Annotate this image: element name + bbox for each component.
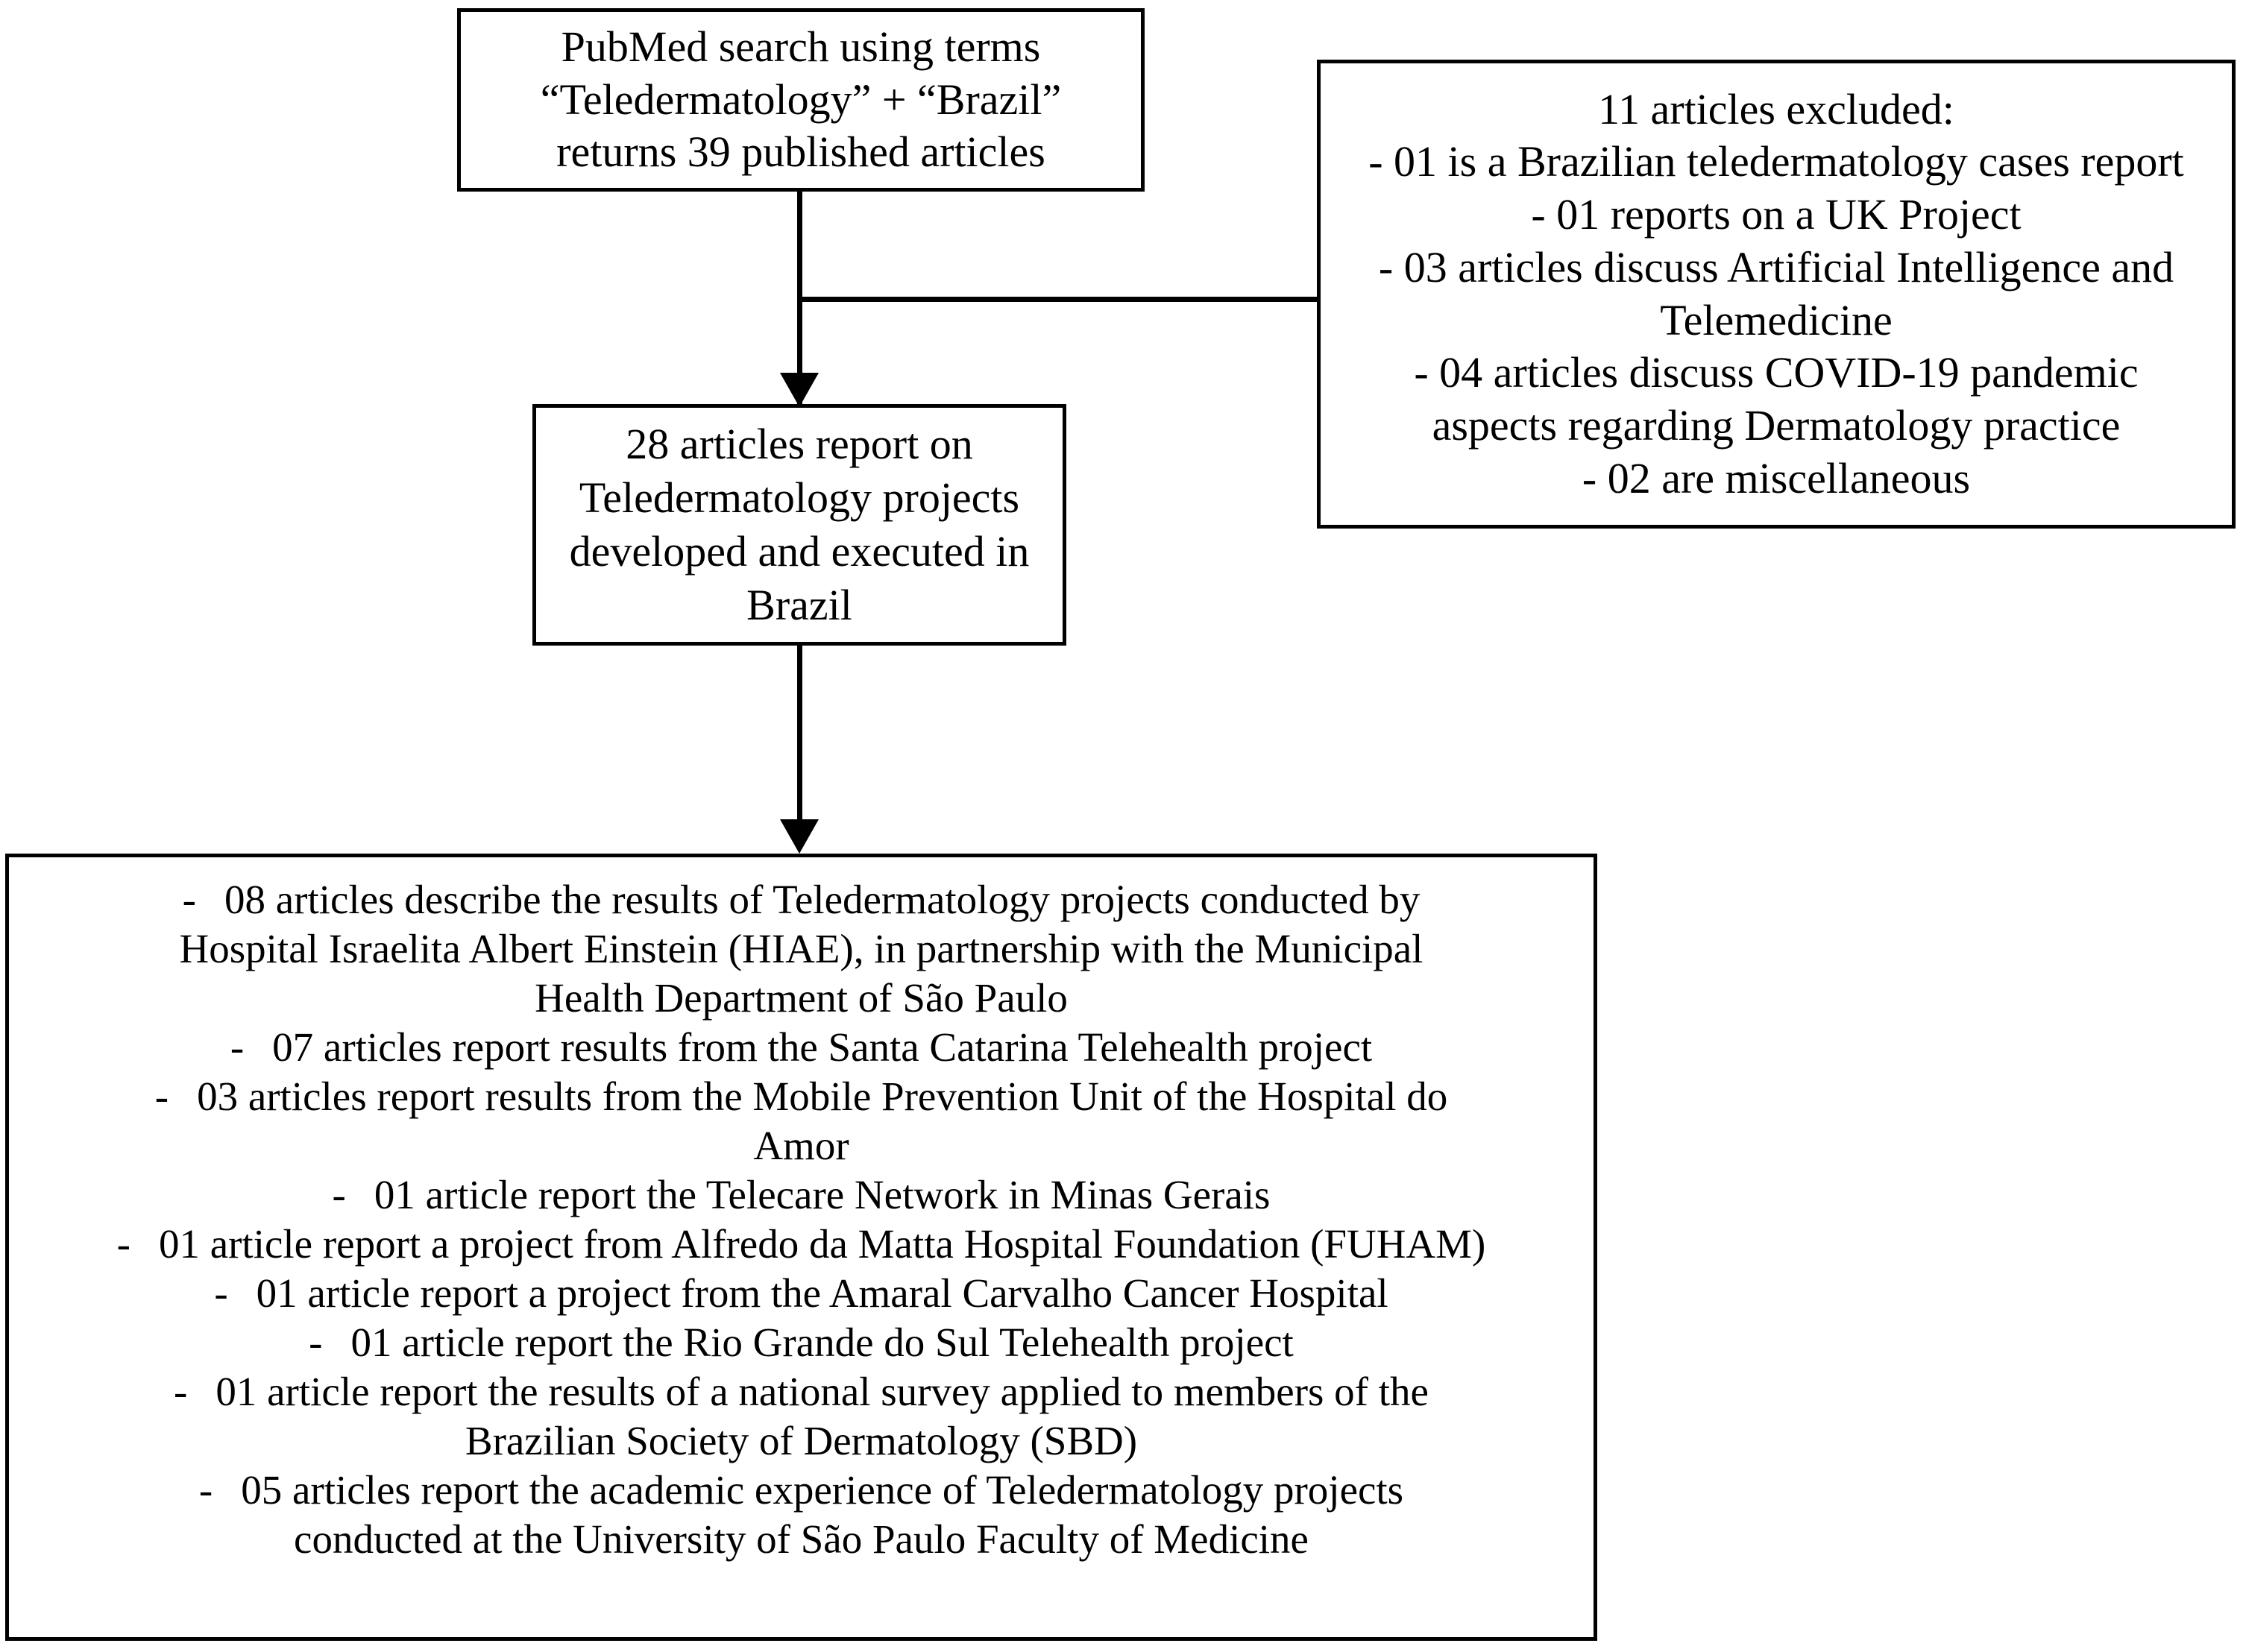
included-box-line-3: developed and executed in xyxy=(569,527,1030,576)
bullet-dash-icon: - xyxy=(182,877,196,922)
excluded-box-line-3: - 01 reports on a UK Project xyxy=(1531,190,2022,239)
excluded-articles-box: 11 articles excluded: - 01 is a Brazilia… xyxy=(1317,60,2236,529)
breakdown-item-5-line-1: -01 article report a project from Alfred… xyxy=(9,1220,1594,1269)
breakdown-item-3-text-1: 03 articles report results from the Mobi… xyxy=(197,1074,1448,1119)
breakdown-item-9-line-2: conducted at the University of São Paulo… xyxy=(294,1516,1309,1562)
list-item: -08 articles describe the results of Tel… xyxy=(9,875,1594,1023)
breakdown-item-9-line-1: -05 articles report the academic experie… xyxy=(9,1466,1594,1515)
breakdown-item-2-line-1: -07 articles report results from the San… xyxy=(9,1023,1594,1072)
arrowhead-into-included-box xyxy=(780,373,819,407)
bullet-dash-icon: - xyxy=(332,1172,346,1217)
search-box-line-3: returns 39 published articles xyxy=(556,127,1045,177)
bullet-dash-icon: - xyxy=(174,1369,188,1414)
breakdown-item-8-line-2: Brazilian Society of Dermatology (SBD) xyxy=(465,1418,1138,1463)
excluded-box-line-5: Telemedicine xyxy=(1660,295,1893,344)
search-box-line-1: PubMed search using terms xyxy=(561,22,1041,71)
bullet-dash-icon: - xyxy=(198,1467,213,1513)
search-box: PubMed search using terms “Teledermatolo… xyxy=(457,8,1145,192)
breakdown-item-6-line-1: -01 article report a project from the Am… xyxy=(9,1269,1594,1318)
breakdown-item-5-text-1: 01 article report a project from Alfredo… xyxy=(158,1221,1486,1267)
breakdown-item-8-text-1: 01 article report the results of a natio… xyxy=(216,1369,1429,1414)
breakdown-item-1-text-1: 08 articles describe the results of Tele… xyxy=(224,877,1421,922)
list-item: -01 article report a project from Alfred… xyxy=(9,1220,1594,1269)
list-item: -01 article report a project from the Am… xyxy=(9,1269,1594,1318)
included-box-line-4: Brazil xyxy=(746,580,852,629)
breakdown-item-4-line-1: -01 article report the Telecare Network … xyxy=(9,1170,1594,1220)
bullet-dash-icon: - xyxy=(214,1270,228,1316)
connector-included-to-breakdown xyxy=(797,646,802,823)
breakdown-item-7-text-1: 01 article report the Rio Grande do Sul … xyxy=(350,1320,1294,1365)
breakdown-item-8-line-1: -01 article report the results of a nati… xyxy=(9,1367,1594,1416)
list-item: -07 articles report results from the San… xyxy=(9,1023,1594,1072)
breakdown-item-4-text-1: 01 article report the Telecare Network i… xyxy=(374,1172,1271,1217)
breakdown-item-7-line-1: -01 article report the Rio Grande do Sul… xyxy=(9,1318,1594,1367)
included-articles-box: 28 articles report on Teledermatology pr… xyxy=(532,404,1066,646)
project-breakdown-box: -08 articles describe the results of Tel… xyxy=(5,854,1597,1641)
list-item: -01 article report the results of a nati… xyxy=(9,1367,1594,1466)
breakdown-item-3-line-2: Amor xyxy=(753,1123,849,1168)
breakdown-item-9-text-1: 05 articles report the academic experien… xyxy=(241,1467,1404,1513)
bullet-dash-icon: - xyxy=(154,1074,169,1119)
connector-branch-to-excluded xyxy=(797,297,1319,302)
bullet-dash-icon: - xyxy=(116,1221,130,1267)
search-box-line-2: “Teledermatology” + “Brazil” xyxy=(540,75,1062,124)
excluded-box-line-7: aspects regarding Dermatology practice xyxy=(1432,401,2121,450)
list-item: -01 article report the Rio Grande do Sul… xyxy=(9,1318,1594,1367)
included-box-line-1: 28 articles report on xyxy=(626,420,973,469)
excluded-box-line-4: - 03 articles discuss Artificial Intelli… xyxy=(1378,242,2174,291)
arrowhead-into-breakdown-box xyxy=(780,819,819,854)
breakdown-item-1-line-1: -08 articles describe the results of Tel… xyxy=(9,875,1594,924)
excluded-box-line-6: - 04 articles discuss COVID-19 pandemic xyxy=(1414,348,2139,397)
included-box-line-2: Teledermatology projects xyxy=(579,473,1020,523)
bullet-dash-icon: - xyxy=(309,1320,323,1365)
breakdown-item-1-line-2: Hospital Israelita Albert Einstein (HIAE… xyxy=(179,926,1423,971)
excluded-box-line-2: - 01 is a Brazilian teledermatology case… xyxy=(1368,137,2184,186)
excluded-box-line-8: - 02 are miscellaneous xyxy=(1582,453,1971,502)
breakdown-item-3-line-1: -03 articles report results from the Mob… xyxy=(9,1072,1594,1121)
breakdown-item-2-text-1: 07 articles report results from the Sant… xyxy=(272,1024,1373,1070)
list-item: -03 articles report results from the Mob… xyxy=(9,1072,1594,1170)
list-item: -05 articles report the academic experie… xyxy=(9,1466,1594,1564)
breakdown-item-6-text-1: 01 article report a project from the Ama… xyxy=(256,1270,1388,1316)
bullet-dash-icon: - xyxy=(230,1024,245,1070)
list-item: -01 article report the Telecare Network … xyxy=(9,1170,1594,1220)
excluded-box-line-1: 11 articles excluded: xyxy=(1598,84,1954,133)
breakdown-item-1-line-3: Health Department of São Paulo xyxy=(535,975,1068,1021)
